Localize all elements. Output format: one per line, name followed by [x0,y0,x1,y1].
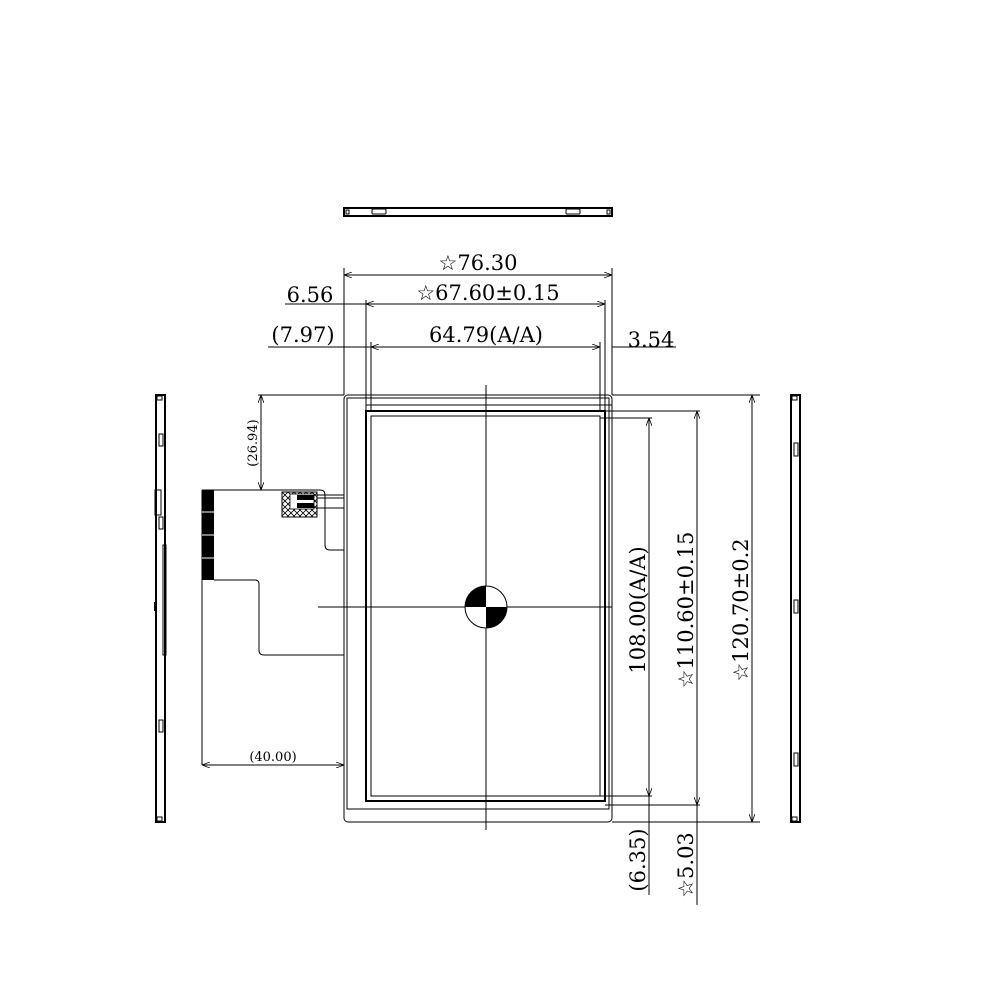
dim-outline-height: ☆120.70±0.2 [729,538,753,681]
top-edge-view [343,207,613,217]
dim-fpc-length: (40.00) [249,750,296,765]
fpc-cable [201,489,344,765]
connector-component [281,491,318,518]
right-side-view [790,394,801,823]
fpc-dimensions: (26.94) (40.00) [202,394,344,765]
dim-bottom-margin-outline: ☆5.03 [674,832,698,898]
front-view [318,385,613,830]
dim-fpc-offset-top: (26.94) [246,419,261,466]
dim-right-margin: 3.54 [628,328,675,352]
dim-left-margin-outline: 6.56 [287,283,334,307]
dim-bezel-width: ☆67.60±0.15 [416,281,559,305]
vertical-dimensions: 108.00(A/A) ☆110.60±0.15 ☆120.70±0.2 (6.… [600,394,760,905]
left-side-view [154,394,167,823]
dim-active-area-height: 108.00(A/A) [626,546,650,673]
center-of-gravity-icon [464,585,508,629]
dim-outline-width: ☆76.30 [439,251,518,275]
dim-active-area-width: 64.79(A/A) [429,323,543,347]
horizontal-dimensions: ☆76.30 6.56 ☆67.60±0.15 (7.97) 64.79(A/A… [268,251,676,412]
dim-bottom-margin-active: (6.35) [626,828,650,891]
dim-left-margin-active: (7.97) [271,323,334,347]
dim-bezel-height: ☆110.60±0.15 [674,532,698,689]
